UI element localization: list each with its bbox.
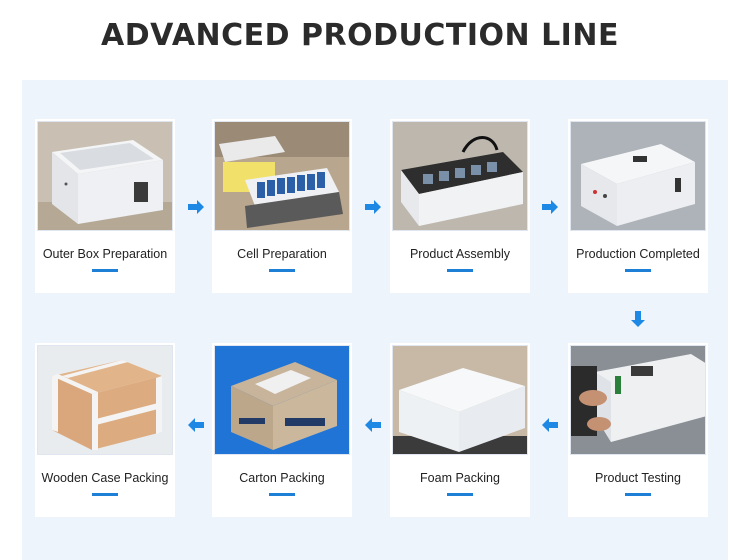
step-card-assembly: Product Assembly: [390, 119, 530, 293]
accent-bar: [269, 269, 295, 272]
step-label: Foam Packing: [420, 471, 500, 485]
accent-bar: [447, 269, 473, 272]
testing-photo: [570, 345, 706, 455]
accent-bar: [447, 493, 473, 496]
carton-photo: [214, 345, 350, 455]
step-card-cell: Cell Preparation: [212, 119, 352, 293]
accent-bar: [625, 269, 651, 272]
step-card-testing: Product Testing: [568, 343, 708, 517]
arrow-left-icon: [542, 418, 558, 432]
arrow-left-icon: [188, 418, 204, 432]
step-label: Production Completed: [576, 247, 700, 261]
step-label: Wooden Case Packing: [41, 471, 169, 485]
foam-photo: [392, 345, 528, 455]
completed-photo: [570, 121, 706, 231]
step-label: Carton Packing: [239, 471, 325, 485]
arrow-right-icon: [542, 200, 558, 214]
arrow-right-icon: [188, 200, 204, 214]
arrow-right-icon: [365, 200, 381, 214]
step-label: Cell Preparation: [237, 247, 327, 261]
page-title: ADVANCED PRODUCTION LINE: [101, 18, 619, 53]
step-label: Product Testing: [595, 471, 681, 485]
step-card-carton: Carton Packing: [212, 343, 352, 517]
step-card-wooden-case: Wooden Case Packing: [35, 343, 175, 517]
accent-bar: [92, 269, 118, 272]
outer-box-photo: [37, 121, 173, 231]
wooden-case-photo: [37, 345, 173, 455]
assembly-photo: [392, 121, 528, 231]
step-label: Outer Box Preparation: [42, 247, 168, 261]
accent-bar: [625, 493, 651, 496]
step-card-foam: Foam Packing: [390, 343, 530, 517]
step-card-completed: Production Completed: [568, 119, 708, 293]
accent-bar: [269, 493, 295, 496]
step-card-outer-box: Outer Box Preparation: [35, 119, 175, 293]
accent-bar: [92, 493, 118, 496]
cell-photo: [214, 121, 350, 231]
arrow-left-icon: [365, 418, 381, 432]
arrow-down-icon: [631, 311, 645, 327]
step-label: Product Assembly: [409, 247, 511, 261]
